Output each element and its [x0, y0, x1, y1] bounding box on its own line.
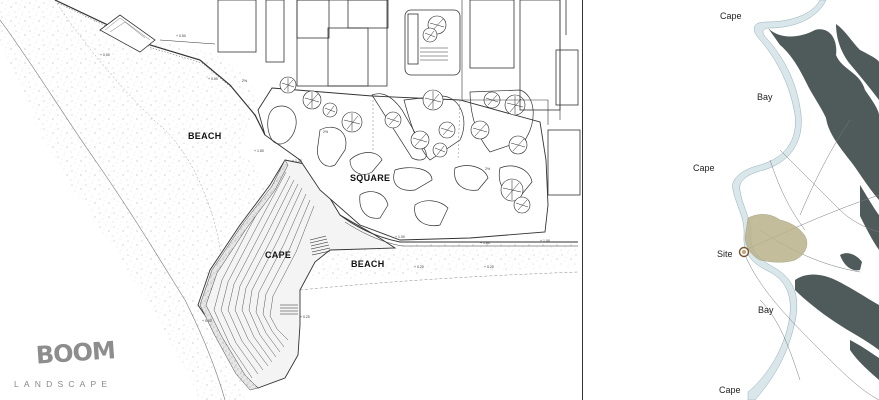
map-label-bay-upper: Bay — [757, 92, 773, 102]
svg-text:+ 0.50: + 0.50 — [176, 34, 186, 38]
logo-title: BOOM — [35, 336, 116, 369]
svg-text:+ 0.20: + 0.20 — [484, 265, 494, 269]
svg-text:+ 0.00: + 0.00 — [208, 77, 218, 81]
boom-landscape-logo: BOOM LANDSCAPE — [14, 336, 116, 389]
svg-text:2%: 2% — [485, 167, 490, 171]
map-label-bay-lower: Bay — [758, 305, 774, 315]
map-label-cape-top: Cape — [720, 11, 742, 21]
svg-text:+ 1.50: + 1.50 — [254, 149, 264, 153]
beach-north-sand — [0, 0, 270, 400]
beach-south-label: BEACH — [351, 259, 385, 269]
svg-text:+ 1.80: + 1.80 — [480, 241, 490, 245]
location-map: Cape Bay Cape Site Bay Cape — [583, 0, 879, 400]
svg-text:+ 0.20: + 0.20 — [300, 315, 310, 319]
site-plan: + 0.50 + 1.50 + 1.30 + 1.00 + 0.20 + 0.2… — [0, 0, 581, 400]
beach-south-sand — [300, 243, 578, 280]
svg-text:+ 1.30: + 1.30 — [292, 159, 302, 163]
coastline-water — [732, 0, 827, 400]
map-label-site: Site — [717, 249, 733, 259]
svg-text:2%: 2% — [242, 79, 247, 83]
svg-text:+ 0.00: + 0.00 — [202, 319, 212, 323]
buildings-group — [217, 0, 581, 196]
site-marker-icon — [738, 246, 750, 258]
site-urban-area — [744, 214, 808, 263]
svg-text:+ 0.00: + 0.00 — [100, 53, 110, 57]
svg-text:+ 1.00: + 1.00 — [540, 239, 550, 243]
svg-text:+ 0.20: + 0.20 — [414, 265, 424, 269]
svg-text:2%: 2% — [323, 130, 328, 134]
beach-north-label: BEACH — [188, 131, 222, 141]
level-marks: + 0.50 + 1.50 + 1.30 + 1.00 + 0.20 + 0.2… — [100, 34, 550, 323]
logo-subtitle: LANDSCAPE — [14, 379, 112, 389]
map-label-cape-bottom: Cape — [719, 385, 741, 395]
svg-text:+ 1.00: + 1.00 — [395, 235, 405, 239]
beach-kiosk — [99, 14, 156, 53]
vegetation-areas — [768, 24, 879, 380]
square-label: SQUARE — [350, 173, 390, 183]
map-label-cape-middle: Cape — [693, 163, 715, 173]
cape-label: CAPE — [265, 250, 291, 260]
